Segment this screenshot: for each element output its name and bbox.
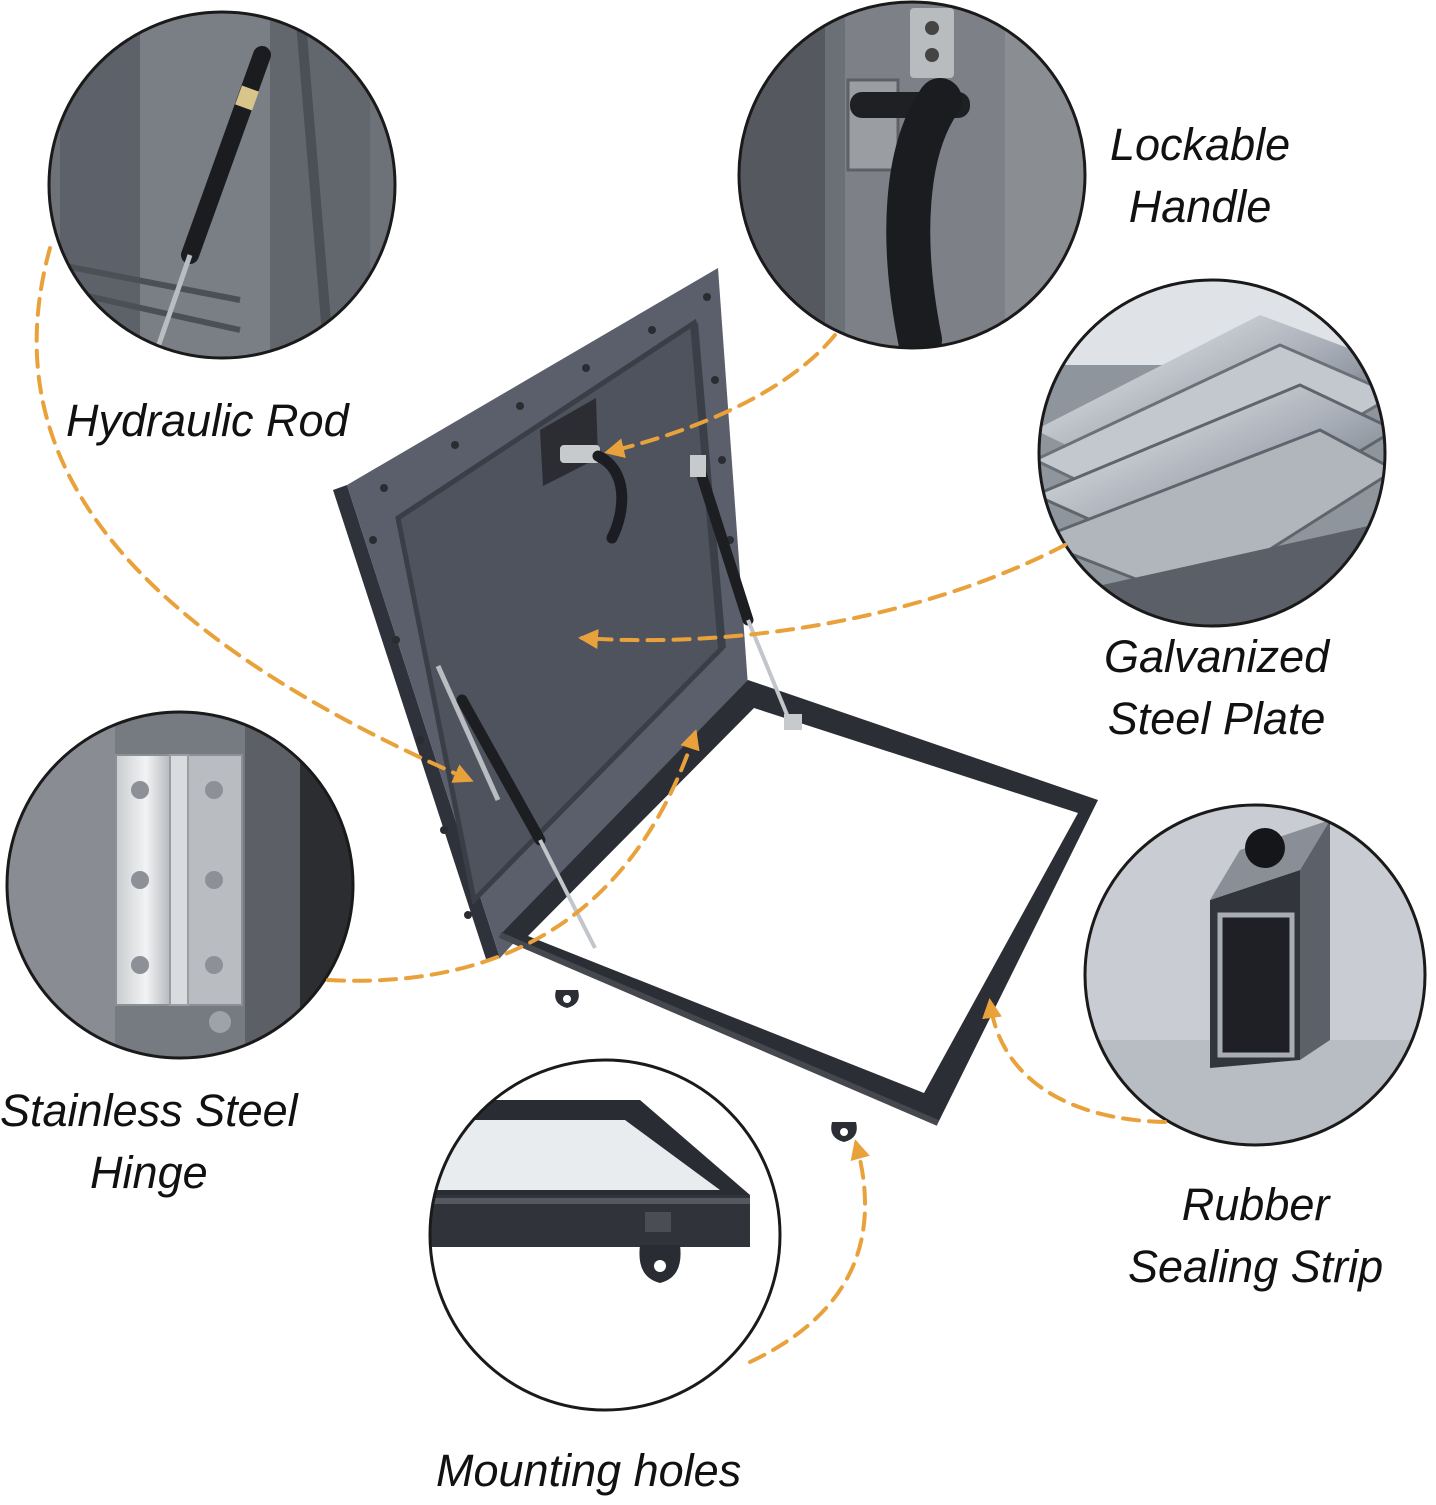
label-rubber-line1: Rubber [1181,1179,1330,1230]
lid-screws [369,293,734,919]
detail-circle-mounting-holes [428,1058,782,1412]
arrow-hydraulic-rod [34,246,474,783]
label-hydraulic-rod-line1: Hydraulic Rod [66,395,349,446]
label-galvanized-line2: Steel Plate [1107,693,1326,744]
callout-arrows [34,246,1167,1364]
label-mounting-line1: Mounting holes [436,1445,742,1496]
gas-struts [435,455,802,949]
arrow-stainless-hinge [326,729,700,983]
label-hydraulic-rod: Hydraulic Rod [66,390,349,452]
label-lockable-handle-line1: Lockable [1110,119,1291,170]
label-mounting-holes: Mounting holes [436,1440,741,1502]
label-stainless-steel-hinge: Stainless Steel Hinge [0,1080,298,1204]
detail-circle-galvanized-plate [1037,278,1387,628]
arrow-mounting-holes [748,1139,870,1364]
arrow-lockable-handle [604,333,837,459]
label-lockable-handle: Lockable Handle [1110,114,1290,238]
detail-circle-lockable-handle [737,0,1087,350]
arrow-rubber-strip [982,998,1167,1124]
label-galvanized-line1: Galvanized [1104,631,1330,682]
label-lockable-handle-line2: Handle [1128,181,1272,232]
lid-handle [540,398,628,544]
lid-side-edge [333,485,500,962]
detail-circle-stainless-hinge [5,710,355,1060]
label-hinge-line2: Hinge [90,1147,208,1198]
label-galvanized-steel-plate: Galvanized Steel Plate [1104,626,1329,750]
access-hatch [333,268,1098,1142]
label-rubber-line2: Sealing Strip [1128,1241,1384,1292]
label-rubber-sealing-strip: Rubber Sealing Strip [1128,1174,1383,1298]
detail-circle-rubber-strip [1083,803,1427,1147]
detail-circle-hydraulic-rod [47,10,397,360]
label-hinge-line1: Stainless Steel [0,1085,298,1136]
frame-mounting-tabs [555,990,857,1142]
arrow-galvanized-plate [578,543,1067,650]
